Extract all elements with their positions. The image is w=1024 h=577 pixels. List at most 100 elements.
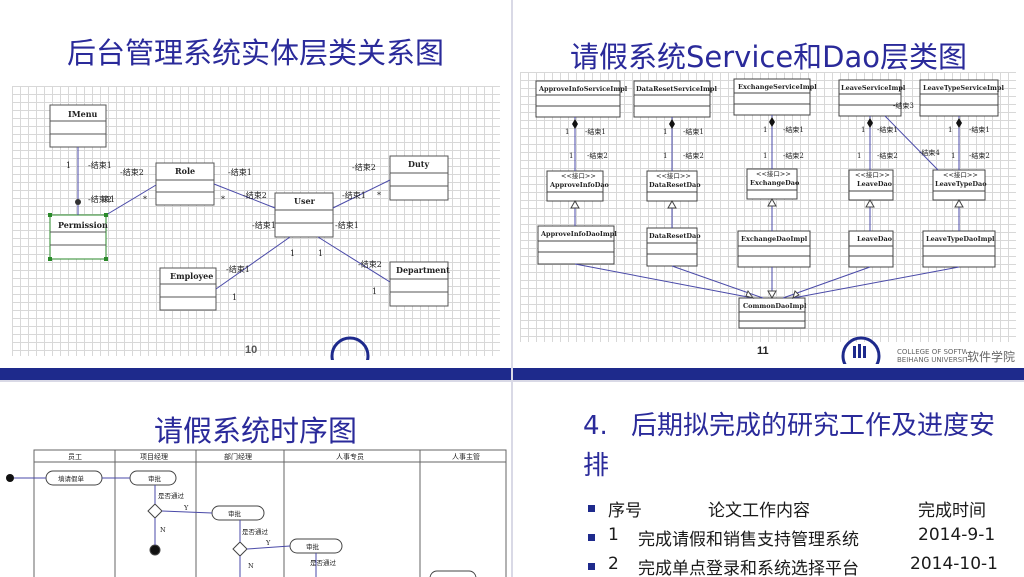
svg-text:LeaveDao: LeaveDao bbox=[857, 180, 893, 188]
svg-text:是否通过: 是否通过 bbox=[310, 558, 337, 567]
row-index: 1 bbox=[608, 525, 619, 545]
university-logo-icon bbox=[330, 336, 370, 360]
service-dao-class-diagram: ApproveInfoServiceImpl DataResetServiceI… bbox=[535, 78, 1004, 329]
svg-text:1: 1 bbox=[763, 126, 767, 134]
list-item: 序号 论文工作内容 完成时间 bbox=[588, 496, 1008, 521]
class-employee: Employee bbox=[170, 271, 213, 281]
lane-hr-supervisor: 人事主管 bbox=[452, 452, 480, 461]
svg-text:审批: 审批 bbox=[148, 474, 162, 483]
slide-title: 请假系统Service和Dao层类图 bbox=[569, 40, 968, 74]
class-role: Role bbox=[175, 166, 195, 176]
university-logo-icon bbox=[841, 336, 881, 364]
svg-text:-结束2: -结束2 bbox=[358, 259, 382, 269]
slide-footer-bar bbox=[513, 368, 1024, 380]
vertical-divider bbox=[511, 0, 513, 577]
heading-number: 4. bbox=[583, 411, 608, 441]
svg-text:*: * bbox=[377, 191, 381, 200]
svg-text:审批: 审批 bbox=[306, 542, 320, 551]
svg-text:-结束1: -结束1 bbox=[342, 190, 366, 200]
svg-text:填请假单: 填请假单 bbox=[58, 474, 85, 483]
svg-text:-结束2: -结束2 bbox=[783, 151, 804, 160]
logo-chinese-text: 软件学院 bbox=[967, 350, 1016, 364]
svg-text:-结束1: -结束1 bbox=[88, 160, 112, 170]
svg-text:-结束2: -结束2 bbox=[969, 151, 990, 160]
svg-text:1: 1 bbox=[66, 161, 71, 170]
class-user: User bbox=[294, 196, 316, 206]
svg-text:<<接口>>: <<接口>> bbox=[656, 171, 691, 180]
svg-text:1: 1 bbox=[763, 152, 767, 160]
svg-text:<<接口>>: <<接口>> bbox=[756, 169, 791, 178]
class-permission: Permission bbox=[58, 220, 108, 230]
svg-text:-结束1: -结束1 bbox=[226, 264, 250, 274]
slide-footer-bar bbox=[0, 368, 511, 380]
svg-text:DataResetDao: DataResetDao bbox=[649, 232, 701, 240]
svg-text:-结束1: -结束1 bbox=[252, 220, 276, 230]
svg-text:-结束2: -结束2 bbox=[352, 162, 376, 172]
bullet-icon bbox=[588, 563, 595, 570]
svg-text:Y: Y bbox=[183, 504, 189, 512]
svg-text:-结束1: -结束1 bbox=[783, 125, 804, 134]
svg-text:<<接口>>: <<接口>> bbox=[855, 170, 890, 179]
bullet-icon bbox=[588, 534, 595, 541]
lane-employee: 员工 bbox=[68, 453, 82, 461]
slide-thumbnail-13[interactable]: 4.后期拟完成的研究工作及进度安排 序号 论文工作内容 完成时间 1 完成请假和… bbox=[513, 382, 1024, 577]
svg-text:1: 1 bbox=[372, 287, 377, 296]
svg-text:-结束1: -结束1 bbox=[683, 127, 704, 136]
leave-sequence-diagram: 员工 项目经理 部门经理 人事专员 人事主管 填请假单 审批 是否通 bbox=[6, 449, 507, 577]
logo-english-text: COLLEGE OF SOFTWARE BEIHANG UNIVERSITY bbox=[897, 348, 967, 364]
service-datareset: DataResetServiceImpl bbox=[636, 85, 717, 93]
svg-text:LeaveTypeDaoImpl: LeaveTypeDaoImpl bbox=[926, 235, 995, 243]
class-department: Department bbox=[396, 265, 450, 275]
svg-text:<<接口>>: <<接口>> bbox=[943, 170, 978, 179]
service-approveinfo: ApproveInfoServiceImpl bbox=[538, 85, 628, 93]
entity-class-diagram: IMenu Role Duty Permission User Employee… bbox=[48, 104, 450, 311]
svg-text:-结束2: -结束2 bbox=[877, 151, 898, 160]
horizontal-divider bbox=[0, 380, 1024, 382]
service-leave: LeaveServiceImpl bbox=[841, 84, 906, 92]
svg-text:Y: Y bbox=[265, 539, 271, 547]
lane-department-manager: 部门经理 bbox=[224, 452, 252, 461]
slide-thumbnail-11[interactable]: 请假系统Service和Dao层类图 bbox=[513, 0, 1024, 380]
list-item: 1 完成请假和销售支持管理系统 2014-9-1 bbox=[588, 525, 1008, 550]
svg-text:ExchangeDao: ExchangeDao bbox=[750, 179, 800, 187]
svg-text:-结束2: -结束2 bbox=[587, 151, 608, 160]
row-content: 论文工作内容 bbox=[708, 501, 810, 521]
svg-text:审批: 审批 bbox=[228, 509, 242, 518]
svg-text:1: 1 bbox=[663, 152, 667, 160]
svg-text:-结束1: -结束1 bbox=[228, 167, 252, 177]
svg-text:1: 1 bbox=[948, 126, 952, 134]
row-index: 序号 bbox=[608, 501, 642, 521]
svg-text:是否通过: 是否通过 bbox=[242, 527, 269, 536]
row-content: 完成单点登录和系统选择平台 bbox=[638, 559, 859, 577]
svg-text:1: 1 bbox=[861, 126, 865, 134]
svg-text:ExchangeDaoImpl: ExchangeDaoImpl bbox=[741, 235, 808, 243]
row-date: 2014-9-1 bbox=[918, 525, 996, 545]
row-date: 完成时间 bbox=[918, 501, 986, 521]
common-dao-impl: CommonDaoImpl bbox=[743, 302, 807, 310]
svg-text:LeaveDao: LeaveDao bbox=[857, 235, 893, 243]
class-imenu: IMenu bbox=[68, 109, 98, 119]
lane-project-manager: 项目经理 bbox=[140, 452, 168, 461]
slide-title: 请假系统时序图 bbox=[153, 414, 357, 448]
svg-text:ApproveInfoDaoImpl: ApproveInfoDaoImpl bbox=[540, 230, 617, 238]
service-exchange: ExchangeServiceImpl bbox=[738, 83, 817, 91]
slide-thumbnail-12[interactable]: 请假系统时序图 员工 项目经理 部门经理 人事专员 人事主管 bbox=[0, 382, 511, 577]
svg-text:*: * bbox=[221, 195, 225, 204]
svg-text:-结束2: -结束2 bbox=[120, 167, 144, 177]
lane-hr-specialist: 人事专员 bbox=[336, 452, 364, 461]
svg-text:1: 1 bbox=[857, 152, 861, 160]
svg-text:束1: 束1 bbox=[102, 195, 115, 204]
heading-text: 后期拟完成的研究工作及进度安排 bbox=[583, 411, 996, 481]
svg-text:1: 1 bbox=[569, 152, 573, 160]
service-leavetype: LeaveTypeServiceImpl bbox=[923, 84, 1004, 92]
svg-text:1: 1 bbox=[318, 249, 323, 258]
svg-text:1: 1 bbox=[290, 249, 295, 258]
svg-text:-结束2: -结束2 bbox=[243, 190, 267, 200]
slide-thumbnail-10[interactable]: 后台管理系统实体层类关系图 bbox=[0, 0, 511, 380]
slide-heading: 4.后期拟完成的研究工作及进度安排 bbox=[583, 406, 1013, 486]
list-item: 2 完成单点登录和系统选择平台 2014-10-1 bbox=[588, 554, 1008, 577]
svg-text:-结束4: -结束4 bbox=[919, 148, 940, 157]
svg-text:-结束1: -结束1 bbox=[877, 125, 898, 134]
svg-text:-结束1: -结束1 bbox=[585, 127, 606, 136]
svg-text:-结束2: -结束2 bbox=[683, 151, 704, 160]
